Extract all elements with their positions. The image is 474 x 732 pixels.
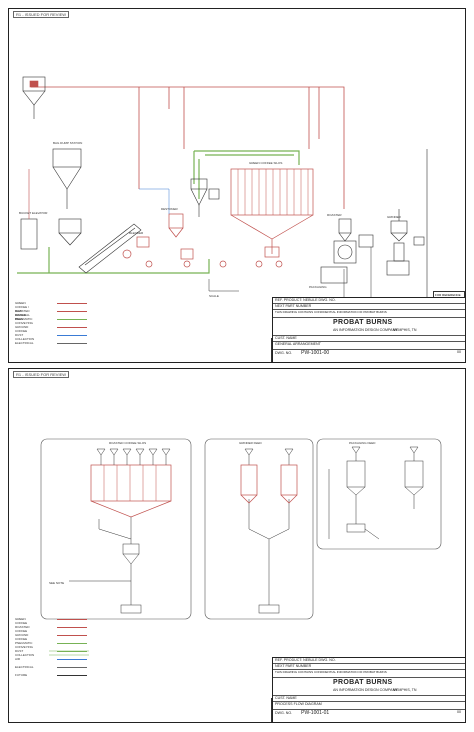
label-elevator: BUCKET ELEVATOR: [19, 211, 48, 215]
label-blender: BLENDER: [129, 231, 144, 235]
drawing-sheet-2: R1 - ISSUED FOR REVIEW: [8, 368, 466, 723]
dwg-no-row: DWG. NO. PW-1001-01 00: [275, 710, 461, 716]
brand-area: PROBAT BURNS AN INFORMATION DESIGN COMPA…: [273, 318, 465, 336]
label-note: SEE NOTE: [49, 581, 65, 585]
brand-name: PROBAT BURNS: [333, 679, 393, 686]
next-part: NEXT PART NUMBER: [273, 304, 465, 310]
revision-tag: R1 - ISSUED FOR REVIEW: [13, 11, 70, 18]
revision-tag: R1 - ISSUED FOR REVIEW: [13, 371, 70, 378]
brand-name: PROBAT BURNS: [333, 319, 393, 326]
drawing-title: GENERAL ARRANGEMENT: [273, 342, 465, 350]
company: AN INFORMATION DESIGN COMPANY: [333, 328, 398, 332]
notice: THIS DRAWING CONTAINS CONFIDENTIAL INFOR…: [273, 670, 465, 678]
title-block: REF. PRODUCT: NEBULE DWG. NO. NEXT PART …: [272, 297, 465, 362]
label-roast-silos: ROASTED COFFEE SILOS: [109, 441, 147, 445]
brand-area: PROBAT BURNS AN INFORMATION DESIGN COMPA…: [273, 678, 465, 696]
label-scale: SCALE: [209, 294, 219, 298]
notice: THIS DRAWING CONTAINS CONFIDENTIAL INFOR…: [273, 310, 465, 318]
drawing-title: PROCESS FLOW DIAGRAM: [273, 702, 465, 710]
label-grind-silos: GRINDER FEED: [239, 441, 262, 445]
drawing-sheet-1: R1 - ISSUED FOR REVIEW: [8, 8, 466, 363]
label-green-silo: GREEN COFFEE SILOS: [249, 161, 283, 165]
label-bag-dump: BAG DUMP STATION: [53, 141, 83, 145]
ref-product: REF. PRODUCT: NEBULE DWG. NO.: [273, 658, 465, 664]
label-destoner: DESTONER: [161, 207, 178, 211]
label-roaster: ROASTER: [327, 213, 342, 217]
company: AN INFORMATION DESIGN COMPANY: [333, 688, 398, 692]
label-packaging: PACKAGING: [309, 285, 327, 289]
next-part: NEXT PART NUMBER: [273, 664, 465, 670]
cust-name: CUST. NAME: [273, 336, 465, 342]
label-pack-silos: PACKAGING FEED: [349, 441, 376, 445]
process-diagram-1: [17, 76, 428, 309]
dwg-no-row: DWG. NO. PW-1001-00 00: [275, 350, 461, 356]
process-diagram-2: [40, 438, 442, 656]
label-grinder: GRINDER: [387, 215, 401, 219]
city: MEMPHIS, TN: [393, 328, 417, 332]
title-block: REF. PRODUCT: NEBULE DWG. NO. NEXT PART …: [272, 657, 465, 722]
city: MEMPHIS, TN: [393, 688, 417, 692]
cust-name: CUST. NAME: [273, 696, 465, 702]
ref-product: REF. PRODUCT: NEBULE DWG. NO.: [273, 298, 465, 304]
